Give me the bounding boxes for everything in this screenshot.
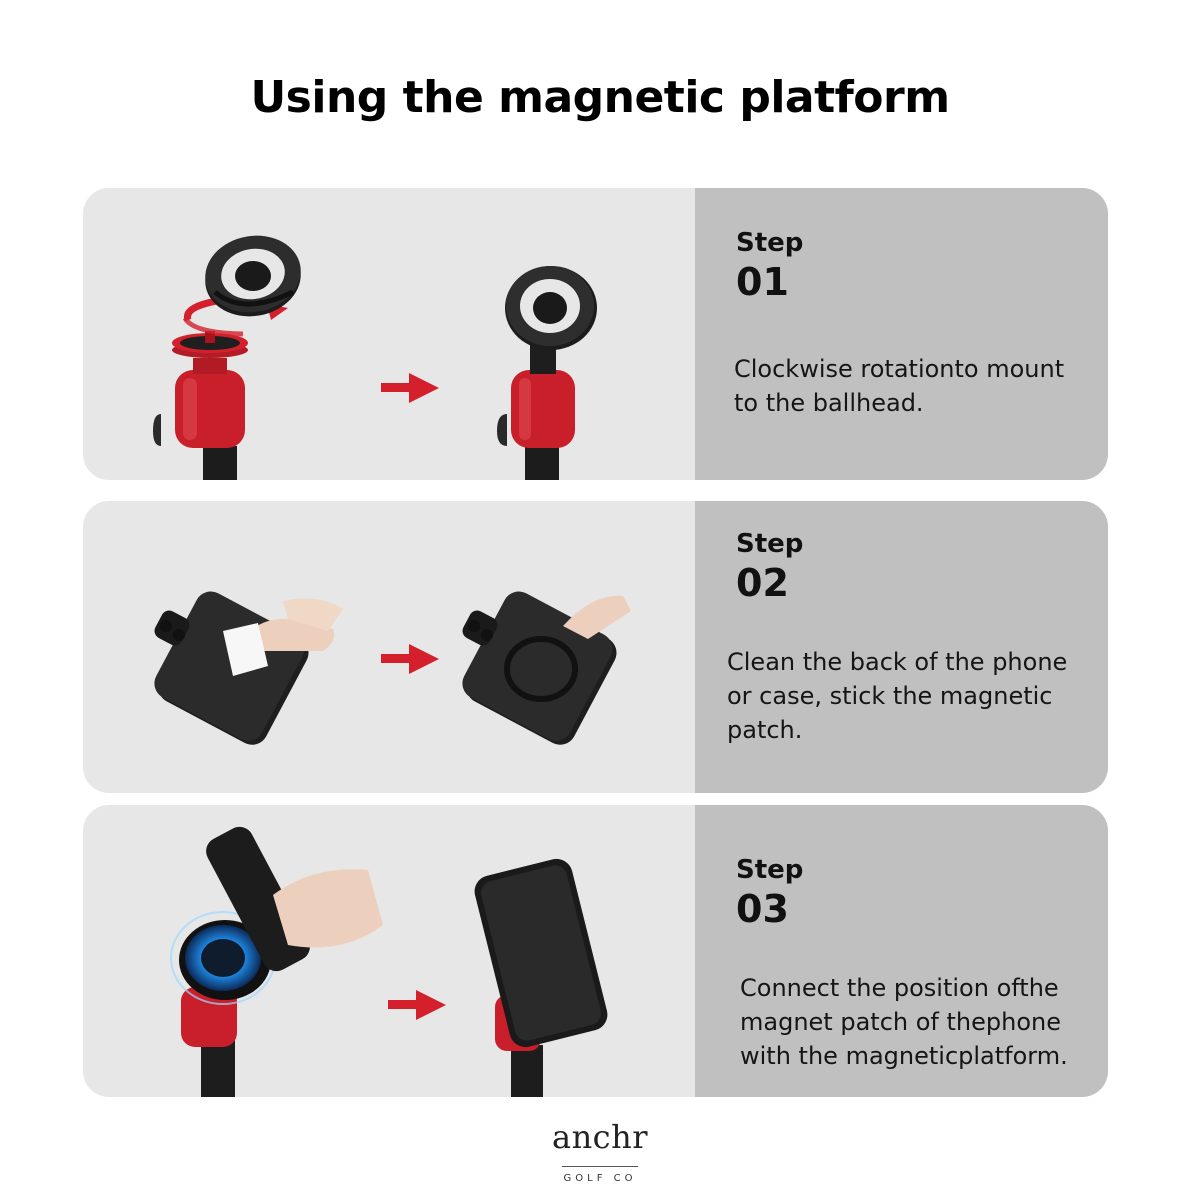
step-card-3: Step 03 Connect the position ofthe magne… <box>83 805 1108 1097</box>
phone-mounted-icon <box>474 858 608 1097</box>
step-2-illustration <box>83 501 695 793</box>
step-3-text-panel: Step 03 Connect the position ofthe magne… <box>695 805 1108 1097</box>
hand-holding-phone-icon <box>206 826 383 972</box>
step-3-illustration <box>83 805 695 1097</box>
step-label: Step <box>736 529 804 559</box>
step-label: Step <box>736 228 804 258</box>
mounted-ballhead-icon <box>497 266 597 480</box>
step-description: Clean the back of the phone or case, sti… <box>727 648 1068 744</box>
step-number: 03 <box>736 887 789 931</box>
step-2-svg <box>154 591 631 745</box>
page-title: Using the magnetic platform <box>250 72 950 123</box>
step-1-illustration <box>83 188 695 480</box>
magnetic-glow-icon <box>170 911 276 1005</box>
cleaning-hand-icon <box>223 598 343 676</box>
phone-with-patch-icon <box>462 591 631 745</box>
step-1-text-panel: Step 01 Clockwise rotationto mount to th… <box>695 188 1108 480</box>
magnetic-ring-icon <box>205 235 301 317</box>
step-number: 02 <box>736 561 789 605</box>
step-description: Clockwise rotationto mount to the ballhe… <box>734 355 1065 417</box>
arrow-right-icon <box>381 644 439 674</box>
ballhead-icon <box>153 331 248 480</box>
step-description: Connect the position ofthe magnet patch … <box>740 974 1068 1070</box>
arrow-right-icon <box>381 373 439 403</box>
brand-divider <box>562 1166 638 1167</box>
brand-name: anchr <box>551 1118 648 1156</box>
step-number: 01 <box>736 260 789 304</box>
arrow-right-icon <box>388 990 446 1020</box>
step-card-2: Step 02 Clean the back of the phone or c… <box>83 501 1108 793</box>
brand-subtitle: GOLF CO <box>563 1173 637 1184</box>
step-card-1: Step 01 Clockwise rotationto mount to th… <box>83 188 1108 480</box>
brand-logo: anchr GOLF CO <box>0 1118 1200 1184</box>
step-1-svg <box>153 235 597 480</box>
step-3-svg <box>170 826 608 1097</box>
step-label: Step <box>736 855 804 885</box>
step-2-text-panel: Step 02 Clean the back of the phone or c… <box>695 501 1108 793</box>
